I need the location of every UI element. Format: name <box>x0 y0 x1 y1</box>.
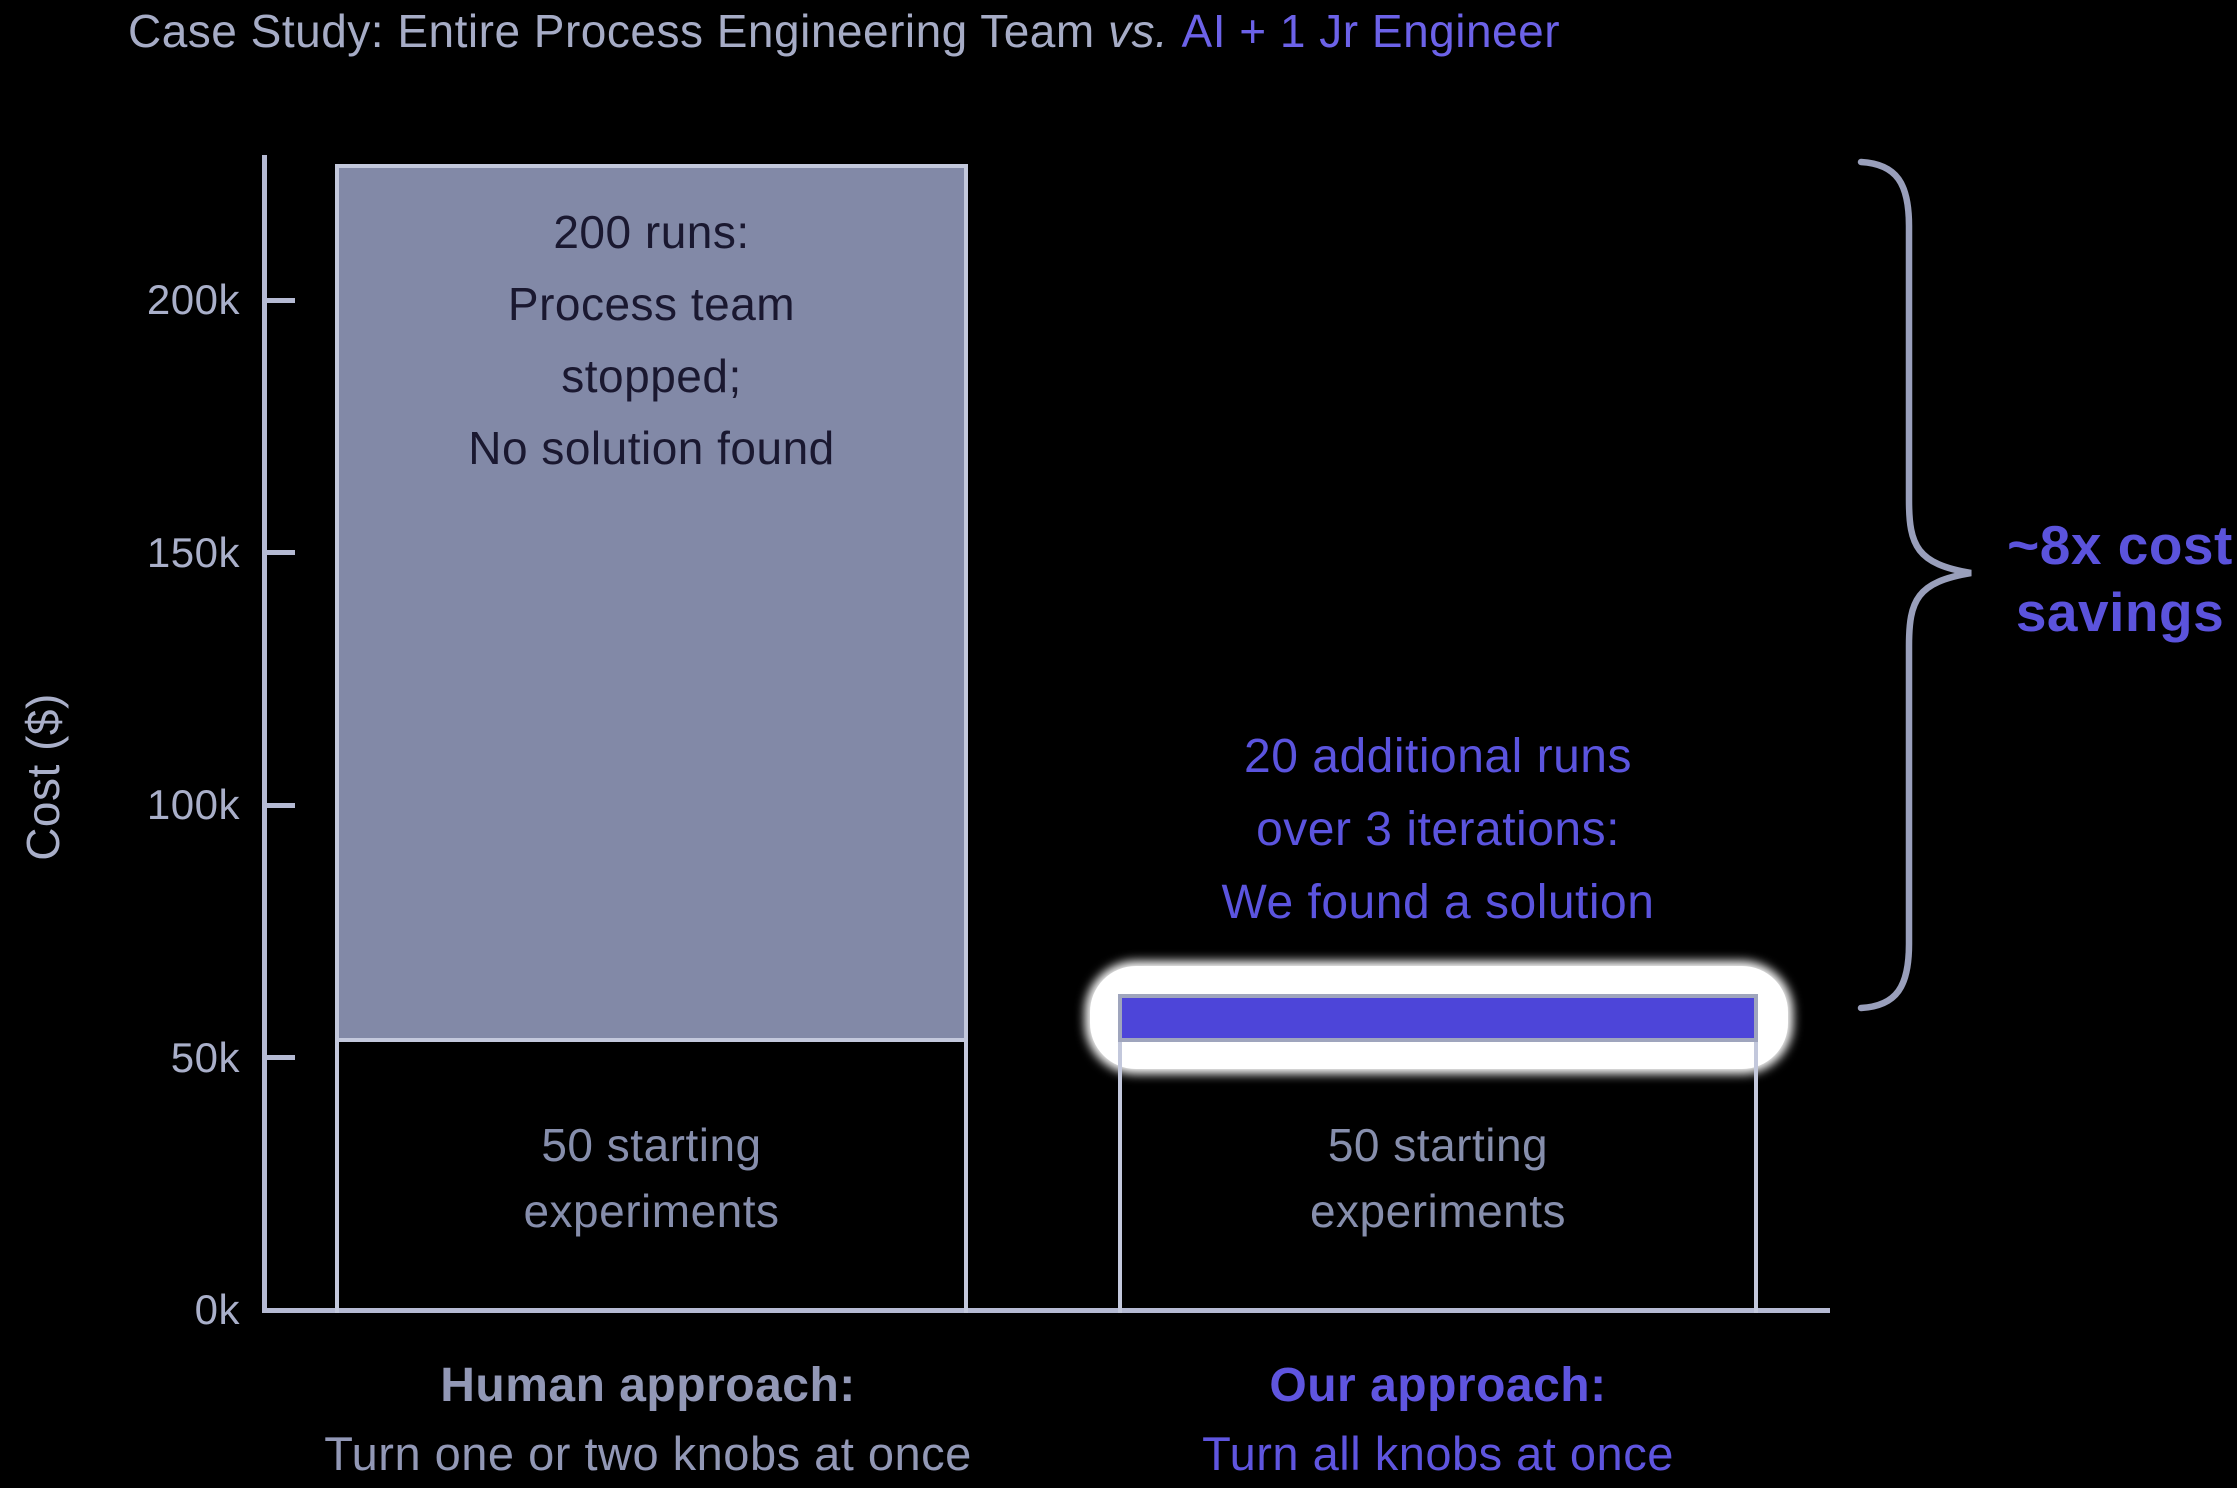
y-axis-line <box>262 155 267 1313</box>
x-label-human: Human approach: Turn one or two knobs at… <box>148 1358 1148 1481</box>
x-label-ours-sub: Turn all knobs at once <box>1202 1427 1674 1480</box>
y-tick-label: 50k <box>170 1033 240 1081</box>
cost-savings-brace <box>1857 158 1972 1012</box>
title-main: Case Study: Entire Process Engineering T… <box>128 5 1095 57</box>
x-label-human-title: Human approach: <box>440 1359 856 1412</box>
human-starting-label: 50 starting experiments <box>523 1119 780 1237</box>
x-axis-line <box>262 1308 1830 1313</box>
title-vs: vs. <box>1094 5 1182 57</box>
y-tick-label: 100k <box>146 781 240 828</box>
human-bar-additional-segment <box>335 163 968 1043</box>
y-tick-mark <box>262 550 295 555</box>
cost-savings-label: ~8x cost savings <box>2007 514 2233 643</box>
our-starting-label: 50 starting experiments <box>1309 1119 1567 1237</box>
x-label-ours: Our approach: Turn all knobs at once <box>938 1358 1938 1481</box>
y-tick-mark <box>262 802 295 808</box>
our-bar-starting-segment <box>1118 1042 1758 1313</box>
chart-title: Case Study: Entire Process Engineering T… <box>128 4 1560 58</box>
our-bar-annotation: 20 additional runs over 3 iterations: We… <box>1221 730 1655 929</box>
human-bar-starting-segment <box>335 1042 968 1313</box>
y-tick-label: 200k <box>146 276 240 323</box>
y-tick-mark <box>262 297 295 303</box>
y-tick-label: 0k <box>194 1286 240 1333</box>
y-tick-mark <box>262 1055 295 1060</box>
our-bar-additional-segment <box>1118 994 1758 1043</box>
x-label-ours-title: Our approach: <box>1269 1359 1607 1412</box>
human-additional-label: 200 runs: Process team stopped; No solut… <box>468 206 835 474</box>
y-tick-label: 150k <box>146 528 240 576</box>
title-accent: AI + 1 Jr Engineer <box>1181 5 1561 57</box>
x-label-human-sub: Turn one or two knobs at once <box>324 1427 972 1480</box>
